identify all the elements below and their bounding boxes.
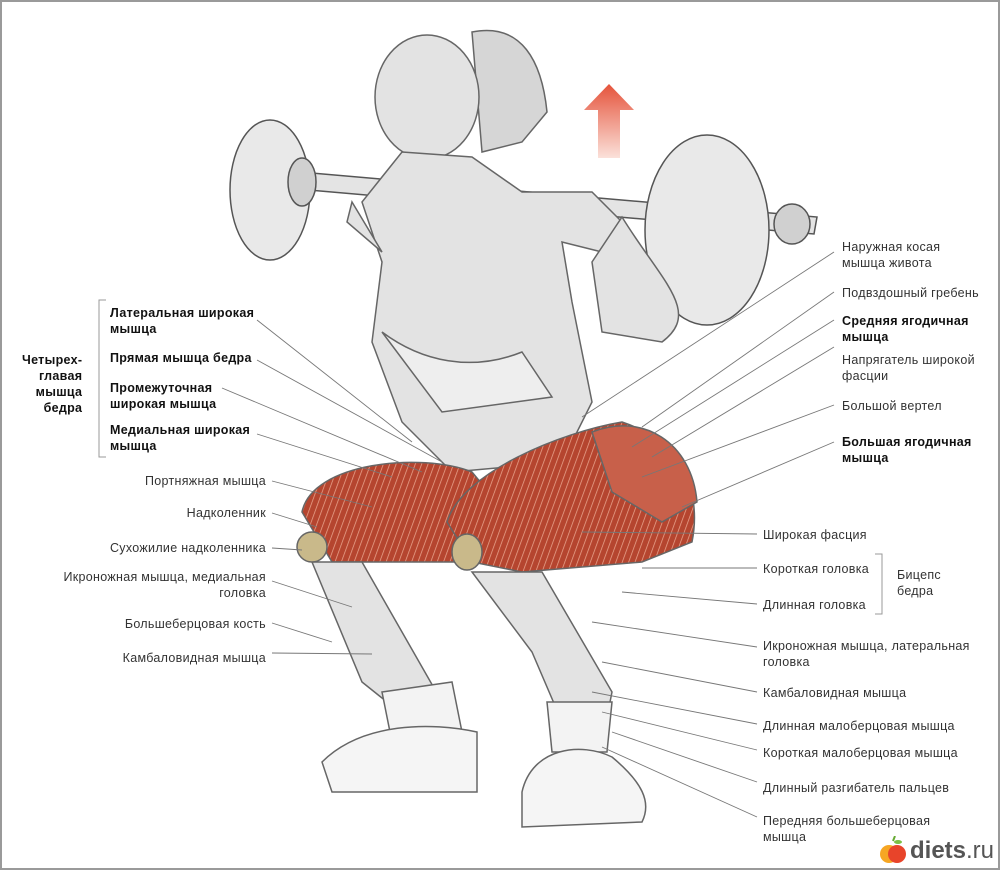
diets-logo[interactable]: diets.ru bbox=[880, 836, 994, 866]
quadriceps-group-label: Четырех- главая мышца бедра bbox=[22, 352, 82, 416]
label-line: Икроножная мышца, медиальная bbox=[63, 570, 266, 584]
label-tibia: Большеберцовая кость bbox=[125, 616, 266, 632]
label-line: Прямая мышца бедра bbox=[110, 351, 252, 365]
label-peroneus-brevis: Короткая малоберцовая мышца bbox=[763, 745, 958, 761]
label-line: Широкая фасция bbox=[763, 528, 867, 542]
label-iliac-crest: Подвздошный гребень bbox=[842, 285, 979, 301]
biceps-femoris-group-label: Бицепс бедра bbox=[897, 567, 941, 599]
label-long-head: Длинная головка bbox=[763, 597, 866, 613]
label-line: мышца bbox=[110, 439, 157, 453]
label-line: Бицепс bbox=[897, 568, 941, 582]
group-label-line: главая bbox=[38, 369, 83, 383]
label-patella: Надколенник bbox=[187, 505, 266, 521]
label-line: .ru bbox=[966, 837, 995, 864]
group-label-line: бедра bbox=[43, 401, 83, 415]
label-line: бедра bbox=[897, 584, 934, 598]
label-line: diets bbox=[910, 837, 967, 864]
label-fascia-lata: Широкая фасция bbox=[763, 527, 867, 543]
label-line: мышца живота bbox=[842, 256, 932, 270]
label-line: Большой вертел bbox=[842, 399, 942, 413]
label-line: головка bbox=[763, 655, 810, 669]
label-soleus-right: Камбаловидная мышца bbox=[763, 685, 906, 701]
athlete-figure bbox=[296, 29, 698, 828]
label-extensor-digitorum-longus: Длинный разгибатель пальцев bbox=[763, 780, 949, 796]
leader-lines bbox=[221, 251, 835, 818]
label-line: Подвздошный гребень bbox=[842, 286, 979, 300]
label-soleus-left: Камбаловидная мышца bbox=[123, 650, 266, 666]
label-line: Напрягатель широкой bbox=[842, 353, 975, 367]
label-line: Камбаловидная мышца bbox=[122, 651, 266, 665]
label-line: широкая мышца bbox=[110, 397, 217, 411]
logo-text: diets.ru bbox=[910, 837, 994, 865]
label-gluteus-medius: Средняя ягодичная мышца bbox=[842, 313, 969, 345]
label-line: Длинный разгибатель пальцев bbox=[763, 781, 950, 795]
label-line: Медиальная широкая bbox=[110, 423, 251, 437]
label-line: мышца bbox=[842, 330, 889, 344]
label-line: мышца bbox=[110, 322, 157, 336]
label-line: Большая ягодичная bbox=[842, 435, 972, 449]
label-patellar-tendon: Сухожилие надколенника bbox=[110, 540, 266, 556]
label-vastus-intermedius: Промежуточная широкая мышца bbox=[110, 380, 216, 412]
label-rectus-femoris: Прямая мышца бедра bbox=[110, 350, 252, 366]
label-line: Длинная малоберцовая мышца bbox=[763, 719, 955, 733]
label-line: мышца bbox=[763, 830, 807, 844]
label-line: Короткая малоберцовая мышца bbox=[763, 746, 958, 760]
label-line: Латеральная широкая bbox=[110, 306, 255, 320]
label-line: Передняя большеберцовая bbox=[763, 814, 931, 828]
label-line: фасции bbox=[842, 369, 889, 383]
label-tensor-fasciae-latae: Напрягатель широкой фасции bbox=[842, 352, 975, 384]
label-line: Портняжная мышца bbox=[145, 474, 266, 488]
label-line: Наружная косая bbox=[842, 240, 941, 254]
label-peroneus-longus: Длинная малоберцовая мышца bbox=[763, 718, 955, 734]
label-line: Надколенник bbox=[186, 506, 266, 520]
label-line: Сухожилие надколенника bbox=[109, 541, 266, 555]
label-greater-trochanter: Большой вертел bbox=[842, 398, 942, 414]
label-line: мышца bbox=[842, 451, 889, 465]
group-label-line: Четырех- bbox=[22, 353, 83, 367]
label-line: Длинная головка bbox=[763, 598, 866, 612]
label-line: Большеберцовая кость bbox=[124, 617, 266, 631]
label-gluteus-maximus: Большая ягодичная мышца bbox=[842, 434, 972, 466]
label-external-oblique: Наружная косая мышца живота bbox=[842, 239, 940, 271]
label-sartorius: Портняжная мышца bbox=[145, 473, 266, 489]
apple-icon bbox=[880, 836, 906, 863]
bracket-lines bbox=[98, 299, 883, 615]
label-line: Короткая головка bbox=[763, 562, 870, 576]
up-arrow-icon bbox=[584, 84, 634, 158]
group-label-line: мышца bbox=[35, 385, 83, 399]
label-line: Икроножная мышца, латеральная bbox=[763, 639, 970, 653]
label-short-head: Короткая головка bbox=[763, 561, 869, 577]
label-line: Средняя ягодичная bbox=[842, 314, 969, 328]
label-gastrocnemius-medial: Икроножная мышца, медиальная головка bbox=[63, 569, 266, 601]
label-vastus-medialis: Медиальная широкая мышца bbox=[110, 422, 250, 454]
label-vastus-lateralis: Латеральная широкая мышца bbox=[110, 305, 254, 337]
label-line: Камбаловидная мышца bbox=[763, 686, 907, 700]
label-line: головка bbox=[219, 586, 266, 600]
label-tibialis-anterior: Передняя большеберцовая мышца bbox=[763, 813, 930, 845]
label-gastrocnemius-lateral: Икроножная мышца, латеральная головка bbox=[763, 638, 970, 670]
label-line: Промежуточная bbox=[110, 381, 213, 395]
